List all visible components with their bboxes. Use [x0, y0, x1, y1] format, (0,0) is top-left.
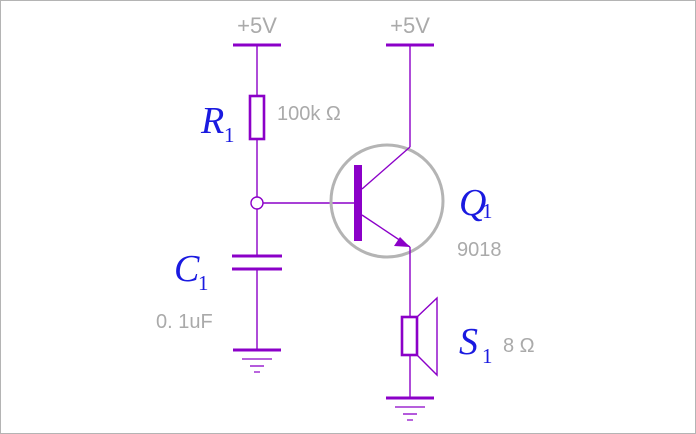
q1-ref-letter: Q — [459, 182, 486, 224]
q1-value: 9018 — [457, 239, 502, 261]
r1-ref-letter: R — [200, 100, 224, 142]
junction-node — [250, 196, 264, 210]
s1-ref-subscript: 1 — [482, 344, 493, 368]
r1-ref-subscript: 1 — [224, 123, 235, 147]
transistor-collector-lead — [361, 146, 411, 190]
r1-value: 100k Ω — [277, 103, 341, 125]
ground-symbol-right — [386, 396, 434, 421]
supply-label-right: +5V — [390, 13, 430, 38]
emitter-arrow-icon — [394, 237, 410, 247]
s1-ref-letter: S — [459, 321, 478, 363]
s1-value: 8 Ω — [503, 335, 535, 357]
c1-ref-subscript: 1 — [198, 271, 209, 295]
speaker-coil — [400, 315, 419, 357]
ground-symbol-left — [233, 348, 281, 373]
speaker-s1 — [400, 296, 438, 377]
q1-ref-subscript: 1 — [482, 199, 493, 223]
c1-value: 0. 1uF — [156, 311, 213, 333]
c1-ref-letter: C — [174, 248, 200, 290]
supply-label-left: +5V — [237, 13, 277, 38]
resistor-r1 — [248, 94, 266, 141]
transistor-q1 — [329, 143, 445, 259]
transistor-body-circle — [329, 143, 445, 259]
speaker-cone — [416, 296, 438, 377]
transistor-base-bar — [354, 165, 362, 241]
